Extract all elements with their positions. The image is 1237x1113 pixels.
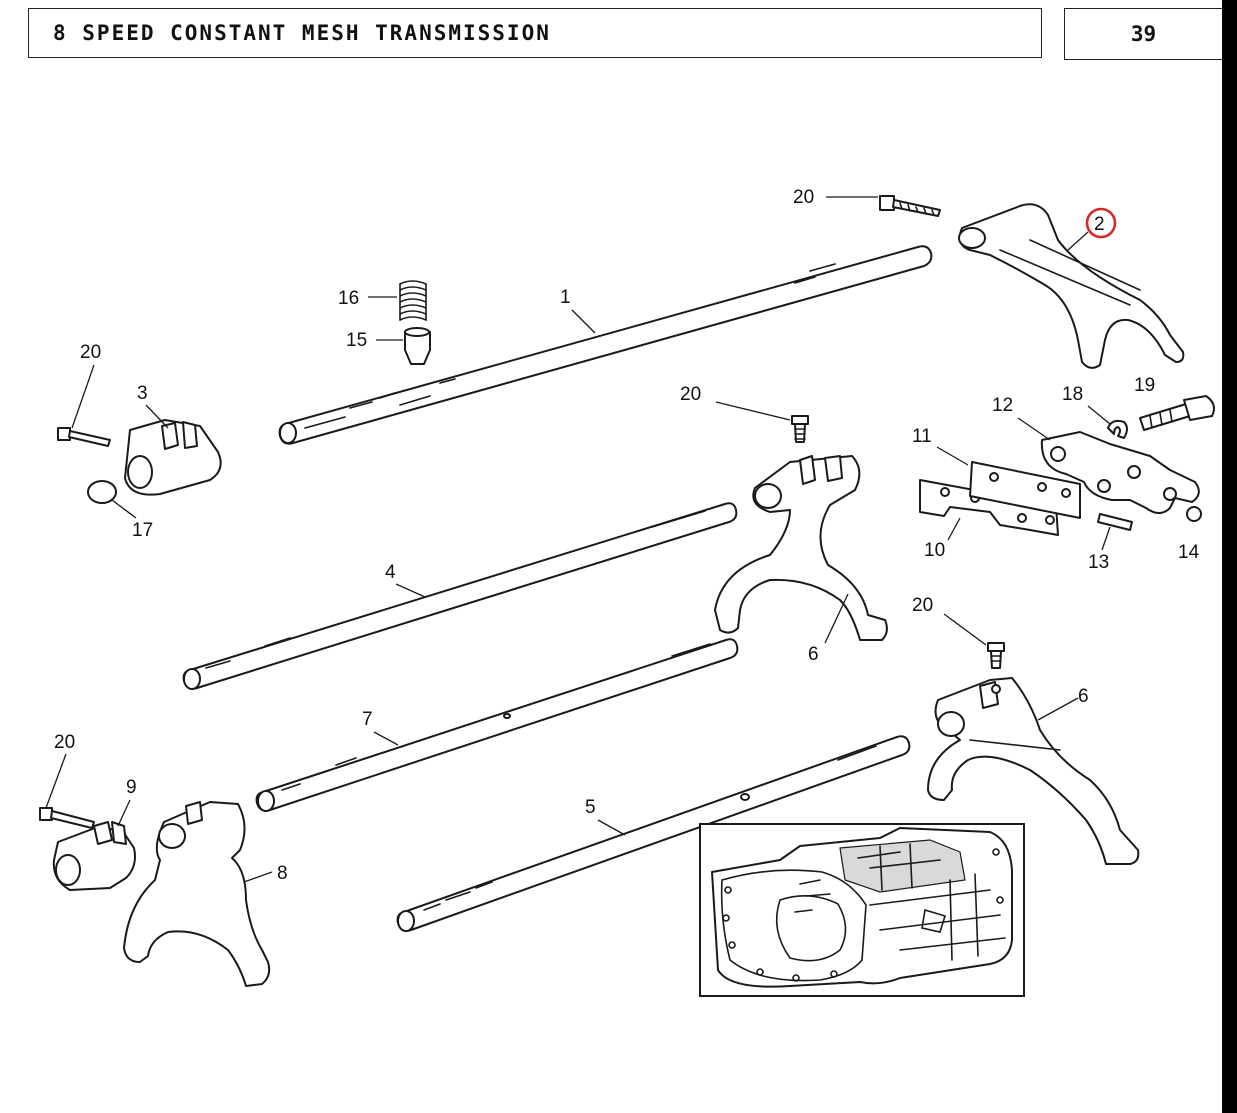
callout-group-20e: 20 (45, 732, 75, 809)
callout-group-14: 14 (1178, 542, 1200, 563)
callout-group-4: 4 (385, 562, 426, 598)
circlip-18 (1107, 419, 1128, 439)
callout-4: 4 (385, 562, 396, 583)
callout-9: 9 (126, 777, 137, 798)
callout-12: 12 (992, 395, 1013, 416)
callout-group-11: 11 (912, 426, 969, 466)
shift-rod-1 (278, 245, 933, 445)
inset-transmission-housing (699, 823, 1025, 997)
callout-group-3: 3 (137, 383, 169, 429)
callout-20-lower-left: 20 (54, 732, 75, 753)
callout-15: 15 (346, 330, 367, 351)
callout-group-15: 15 (346, 330, 403, 351)
spring-16 (399, 280, 427, 321)
callout-11: 11 (912, 426, 932, 447)
callout-19: 19 (1134, 375, 1155, 396)
callout-17: 17 (132, 520, 153, 541)
callout-group-18: 18 (1062, 384, 1111, 425)
callout-13: 13 (1088, 552, 1109, 573)
callout-group-5: 5 (585, 797, 626, 836)
callout-20-top: 20 (793, 187, 814, 208)
interlock-bracket-12 (1040, 431, 1200, 514)
callout-6-lower: 6 (1078, 686, 1089, 707)
callout-group-10: 10 (924, 517, 961, 561)
bolt-20-top (879, 195, 941, 217)
shift-rod-5 (396, 735, 911, 932)
callout-2: 2 (1094, 214, 1105, 235)
callout-16: 16 (338, 288, 359, 309)
page-title: 8 SPEED CONSTANT MESH TRANSMISSION (53, 21, 551, 45)
callout-group-13: 13 (1088, 526, 1111, 573)
callout-6-upper: 6 (808, 644, 819, 665)
bolt-19 (1139, 395, 1215, 431)
callout-group-20a: 20 (793, 187, 878, 208)
callout-14: 14 (1178, 542, 1200, 563)
callout-group-6a: 6 (808, 593, 849, 665)
callout-7: 7 (362, 709, 373, 730)
callout-20-right: 20 (912, 595, 933, 616)
callout-group-16: 16 (338, 288, 397, 309)
callout-group-6b: 6 (1037, 686, 1089, 721)
shift-rod-7 (255, 638, 739, 812)
callout-10: 10 (924, 540, 945, 561)
highlight-circle (1085, 207, 1117, 239)
callout-group-17: 17 (111, 499, 153, 541)
pin-13 (1097, 513, 1133, 531)
ball-14 (1186, 506, 1202, 522)
callout-group-7: 7 (362, 709, 399, 746)
plunger-15 (404, 327, 431, 365)
callout-group-8: 8 (243, 863, 288, 884)
bolt-20-mid (791, 415, 809, 443)
selector-block-9 (52, 821, 136, 891)
callout-8: 8 (277, 863, 288, 884)
shift-fork-2 (958, 203, 1185, 369)
title-box: 8 SPEED CONSTANT MESH TRANSMISSION (28, 8, 1042, 58)
callout-20-left: 20 (80, 342, 101, 363)
callout-group-19: 19 (1134, 375, 1155, 396)
bolt-20-left (57, 427, 111, 447)
bolt-20-lower-left (39, 807, 95, 829)
shift-rod-4 (182, 502, 738, 690)
shift-fork-6-lower (927, 677, 1140, 865)
callout-group-1: 1 (560, 287, 596, 334)
callout-5: 5 (585, 797, 596, 818)
page-number-box: 39 (1064, 8, 1222, 60)
shift-fork-8 (123, 801, 271, 987)
shift-fork-6-upper (714, 455, 888, 641)
page-edge-strip (1222, 0, 1237, 1113)
callout-20-mid: 20 (680, 384, 701, 405)
callout-group-9: 9 (117, 777, 137, 827)
callout-group-20c: 20 (680, 384, 791, 421)
interlock-plate-11 (969, 461, 1081, 519)
callout-group-2: 2 (1067, 207, 1117, 251)
bolt-20-right (987, 642, 1005, 669)
page-number: 39 (1130, 22, 1157, 46)
callout-3: 3 (137, 383, 148, 404)
ring-17 (87, 480, 117, 504)
callout-group-20b: 20 (71, 342, 101, 429)
callout-1: 1 (560, 287, 571, 308)
selector-block-3 (124, 419, 222, 496)
callout-18: 18 (1062, 384, 1083, 405)
callout-group-12: 12 (992, 395, 1051, 441)
callout-group-20d: 20 (912, 595, 987, 646)
